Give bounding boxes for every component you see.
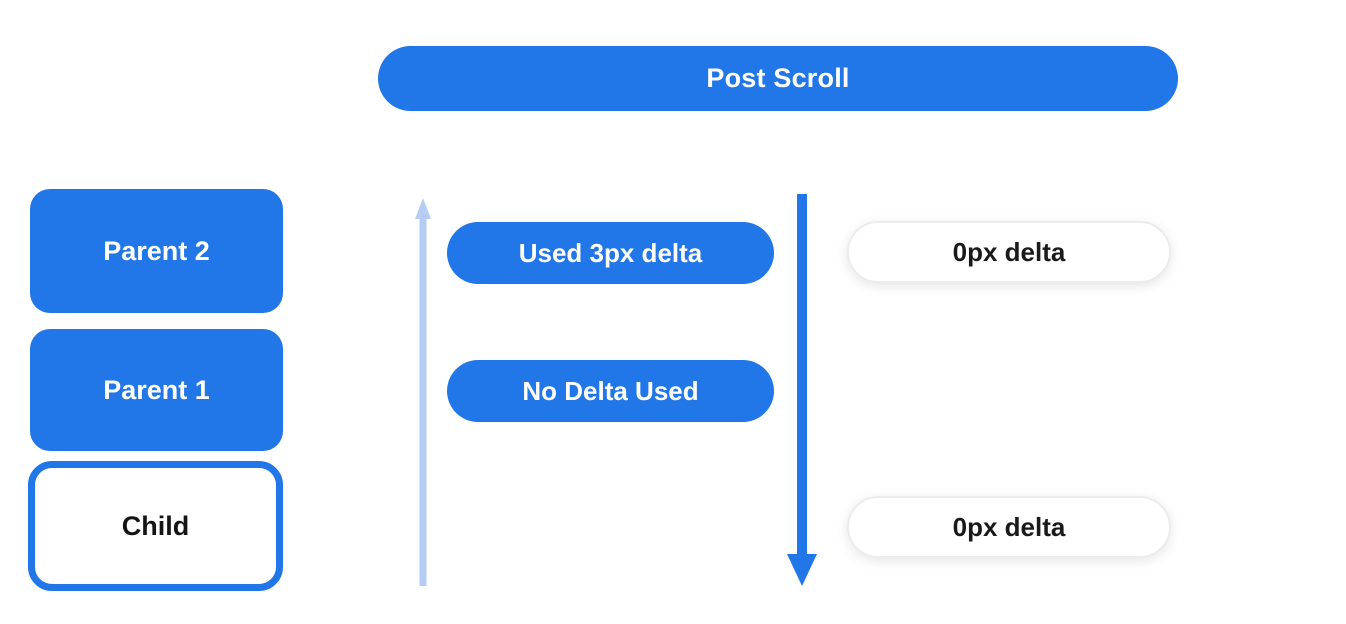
zero-delta-top-pill: 0px delta (847, 221, 1171, 283)
parent-1-box: Parent 1 (30, 329, 283, 451)
up-scroll-direction-arrow-icon (415, 198, 431, 586)
zero-delta-bottom-pill: 0px delta (847, 496, 1171, 558)
child-label: Child (121, 510, 190, 541)
parent-2-box: Parent 2 (30, 189, 283, 313)
parent-2-label: Parent 2 (103, 235, 210, 266)
no-delta-used-pill: No Delta Used (447, 360, 774, 422)
no-delta-used-label: No Delta Used (522, 375, 699, 406)
child-box: Child (28, 461, 283, 591)
parent-1-label: Parent 1 (103, 374, 210, 405)
post-scroll-title-pill: Post Scroll (378, 46, 1178, 111)
used-delta-pill: Used 3px delta (447, 222, 774, 284)
zero-delta-top-label: 0px delta (952, 236, 1066, 267)
zero-delta-bottom-label: 0px delta (952, 511, 1066, 542)
down-scroll-direction-arrow-icon (787, 194, 817, 586)
post-scroll-title-label: Post Scroll (706, 63, 850, 93)
used-delta-label: Used 3px delta (518, 237, 703, 268)
